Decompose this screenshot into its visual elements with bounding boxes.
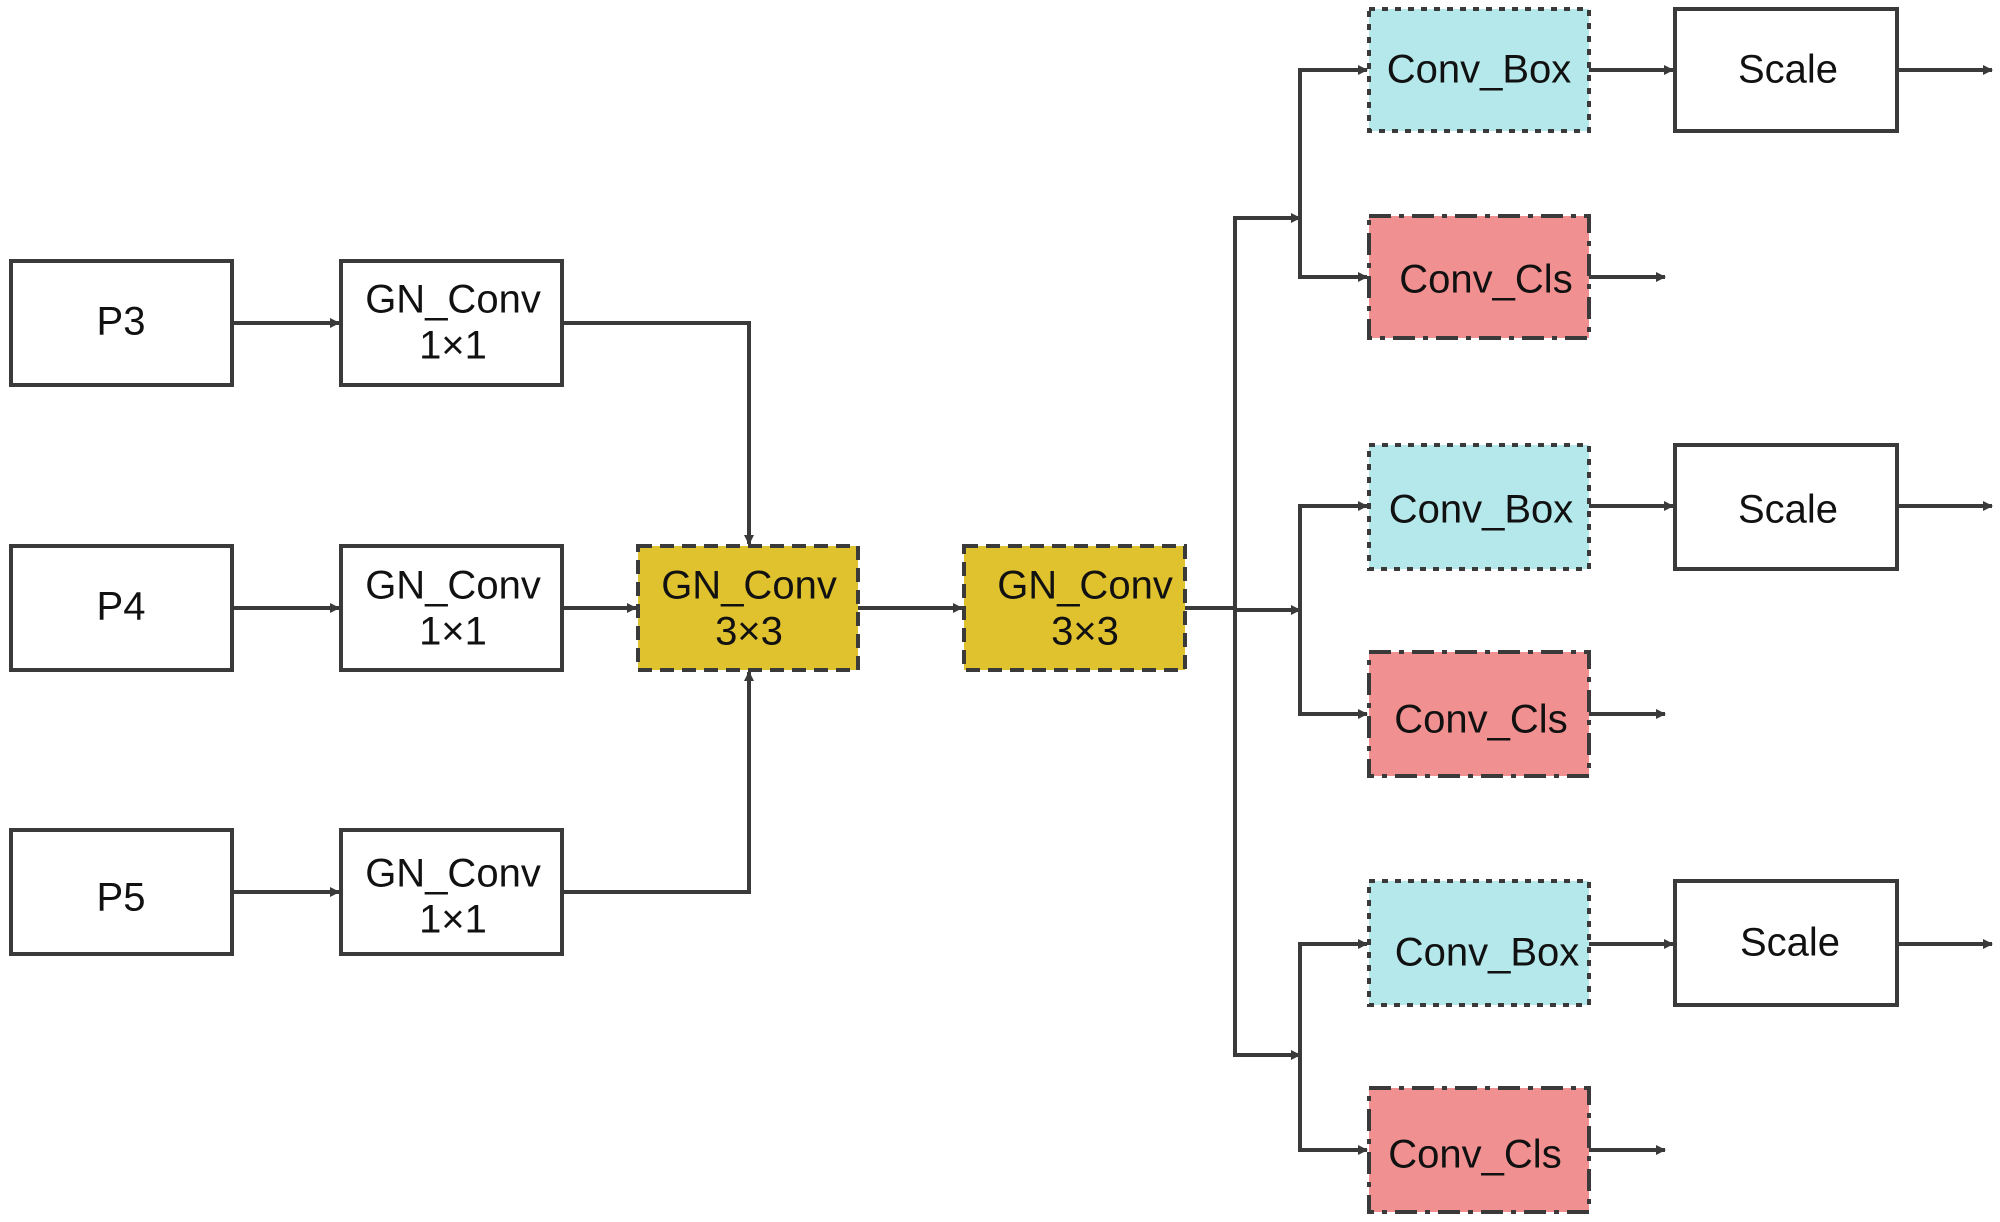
conv-cls-node: Conv_Cls	[1367, 1086, 1591, 1214]
conv-box-label: Conv_Box	[1395, 931, 1580, 975]
gn-conv-3x3-fusion: GN_Conv 3×3	[636, 544, 860, 672]
node-label-line1: GN_Conv	[365, 278, 541, 322]
node-label-line2: 1×1	[419, 898, 487, 942]
edge-head1-to-cls	[1298, 218, 1368, 282]
edge-gn1x1-p5-to-fusion	[562, 671, 754, 894]
conv-cls-label: Conv_Cls	[1394, 698, 1567, 742]
scale-label: Scale	[1738, 48, 1838, 92]
conv-box-node: Conv_Box	[1367, 443, 1591, 571]
node-label-line1: GN_Conv	[365, 564, 541, 608]
edge-head2-to-cls	[1298, 610, 1368, 719]
gn-conv-1x1-p4: GN_Conv 1×1	[339, 544, 564, 672]
conv-box-label: Conv_Box	[1387, 48, 1572, 92]
input-label: P5	[97, 876, 146, 920]
input-label: P4	[97, 585, 146, 629]
edge-head3-to-cls	[1298, 1055, 1368, 1155]
conv-box-node: Conv_Box	[1367, 7, 1591, 133]
head-3: Conv_Box Conv_Cls Scale	[1367, 879, 1899, 1214]
conv-box-label: Conv_Box	[1389, 488, 1574, 532]
conv-cls-label: Conv_Cls	[1399, 258, 1572, 302]
conv-cls-node: Conv_Cls	[1367, 214, 1591, 340]
edges	[232, 65, 1993, 1155]
scale-node: Scale	[1673, 443, 1899, 571]
node-label-line2: 3×3	[715, 610, 783, 654]
head-2: Conv_Box Conv_Cls Scale	[1367, 443, 1899, 778]
gn-conv-1x1-p5: GN_Conv 1×1	[339, 828, 564, 956]
scale-label: Scale	[1740, 921, 1840, 965]
node-label-line2: 1×1	[419, 324, 487, 368]
conv-box-node: Conv_Box	[1367, 879, 1591, 1007]
gn-conv-3x3-shared: GN_Conv 3×3	[962, 544, 1187, 672]
node-label-line1: GN_Conv	[661, 564, 837, 608]
node-label-line1: GN_Conv	[365, 852, 541, 896]
conv-cls-label: Conv_Cls	[1388, 1133, 1561, 1177]
node-label-line2: 3×3	[1051, 610, 1119, 654]
edge-head2-to-box	[1298, 501, 1368, 714]
node-label-line1: GN_Conv	[997, 564, 1173, 608]
head-1: Conv_Box Conv_Cls Scale	[1367, 7, 1899, 340]
edge-head3-to-box	[1298, 939, 1368, 1150]
node-label-line2: 1×1	[419, 610, 487, 654]
input-label: P3	[97, 300, 146, 344]
gn-conv-1x1-p3: GN_Conv 1×1	[339, 259, 564, 387]
input-node-p3: P3	[9, 259, 234, 387]
input-node-p5: P5	[9, 828, 234, 956]
edge-gn1x1-p3-to-fusion	[562, 321, 754, 545]
edge-head1-to-box	[1298, 65, 1368, 277]
scale-label: Scale	[1738, 488, 1838, 532]
input-node-p4: P4	[9, 544, 234, 672]
conv-cls-node: Conv_Cls	[1367, 650, 1591, 778]
scale-node: Scale	[1673, 879, 1899, 1007]
scale-node: Scale	[1673, 7, 1899, 133]
